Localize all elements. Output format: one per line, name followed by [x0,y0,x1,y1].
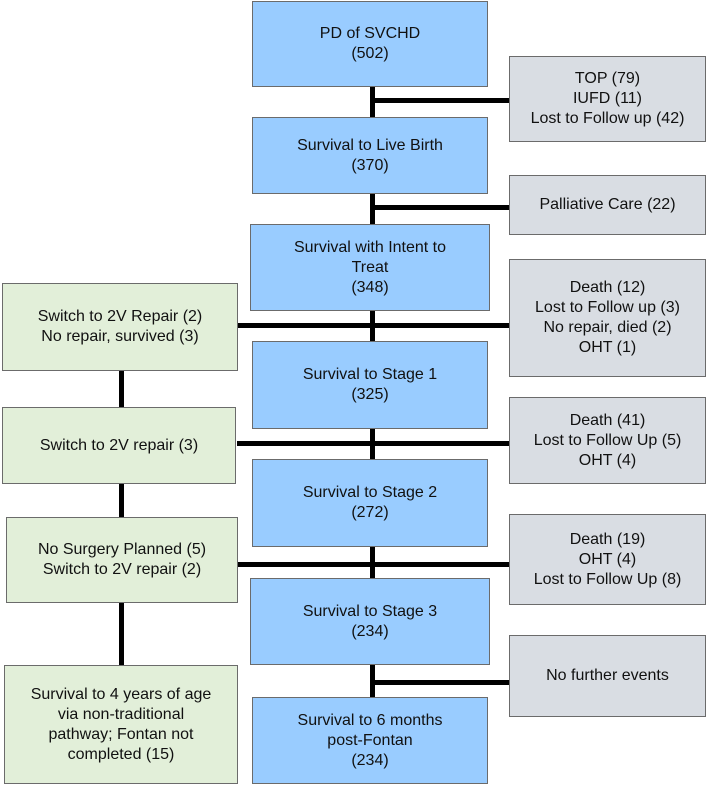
box-alt-non-traditional-outcome: Survival to 4 years of age via non-tradi… [4,665,238,784]
box-line: Death (19) [569,530,646,548]
box-line: Palliative Care (22) [539,196,676,213]
box-line: Survival with Intent to [293,238,447,256]
box-exit-before-stage-3: Death (19) OHT (4) Lost to Follow Up (8) [509,514,706,605]
connector-alt-3-4 [119,602,124,666]
box-line: Death (41) [569,411,646,429]
connector-exit-6 [370,680,510,685]
box-line: Switch to 2V repair (3) [39,436,199,454]
box-survival-intent-to-treat: Survival with Intent to Treat (348) [250,224,490,311]
connector-exit-3 [237,323,510,328]
box-survival-post-fontan: Survival to 6 months post-Fontan (234) [252,697,488,784]
box-pd-of-svchd: PD of SVCHD (502) [252,1,488,87]
box-alt-before-stage-3: No Surgery Planned (5) Switch to 2V repa… [6,517,238,603]
box-line: (234) [351,622,389,640]
box-exit-palliative-care: Palliative Care (22) [509,175,706,235]
connector-alt-1-2 [119,370,124,408]
box-line: PD of SVCHD [319,25,421,42]
box-line: No further events [546,667,669,684]
connector-exit-1 [370,98,510,103]
box-line: TOP (79) [574,70,641,87]
box-line: Survival to Stage 2 [302,484,438,501]
box-line: Lost to Follow Up (5) [533,431,682,449]
box-line: Survival to 6 months [297,711,443,729]
box-line: (234) [351,751,389,769]
connector-alt-2-3 [119,483,124,518]
box-line: Switch to 2V repair (2) [42,561,202,578]
box-line: OHT (1) [578,339,637,356]
box-line: Lost to Follow up (42) [530,110,685,127]
connector-exit-5 [237,562,510,567]
box-survival-to-stage-3: Survival to Stage 3 (234) [250,578,490,665]
box-line: Survival to Live Birth [297,136,443,154]
box-line: Lost to Follow Up (8) [533,570,682,588]
box-line: (272) [351,504,389,521]
box-survival-to-stage-1: Survival to Stage 1 (325) [252,341,488,429]
box-line: post-Fontan [327,731,413,749]
box-line: Switch to 2V Repair (2) [37,308,203,325]
box-line: Survival to Stage 3 [302,602,438,620]
box-exit-before-stage-2: Death (41) Lost to Follow Up (5) OHT (4) [509,397,706,484]
box-survival-to-live-birth: Survival to Live Birth (370) [252,117,488,194]
box-line: (348) [351,278,389,296]
box-line: (502) [351,45,389,62]
box-line: Survival to 4 years of age [30,685,212,703]
connector-exit-2 [370,205,510,210]
box-line: Treat [351,258,389,276]
box-line: OHT (4) [578,451,637,469]
box-exit-no-further-events: No further events [509,635,706,717]
box-exit-before-stage-1: Death (12) Lost to Follow up (3) No repa… [509,259,706,377]
box-line: Death (12) [569,279,646,296]
box-alt-before-stage-2: Switch to 2V repair (3) [2,407,236,484]
box-survival-to-stage-2: Survival to Stage 2 (272) [252,459,488,547]
box-line: via non-traditional [57,705,185,723]
box-line: OHT (4) [578,550,637,568]
box-line: completed (15) [67,745,175,763]
box-alt-before-stage-1: Switch to 2V Repair (2) No repair, survi… [2,283,238,371]
box-line: (370) [351,156,389,174]
box-line: No Surgery Planned (5) [37,541,207,558]
box-line: Survival to Stage 1 [302,366,438,383]
box-line: No repair, survived (3) [41,328,199,345]
box-line: Lost to Follow up (3) [535,299,680,316]
box-line: (325) [351,386,389,403]
box-line: No repair, died (2) [543,319,672,336]
box-exit-prenatal: TOP (79) IUFD (11) Lost to Follow up (42… [509,56,706,142]
box-line: IUFD (11) [572,90,643,107]
connector-exit-4 [237,441,510,446]
box-line: pathway; Fontan not [48,725,194,743]
